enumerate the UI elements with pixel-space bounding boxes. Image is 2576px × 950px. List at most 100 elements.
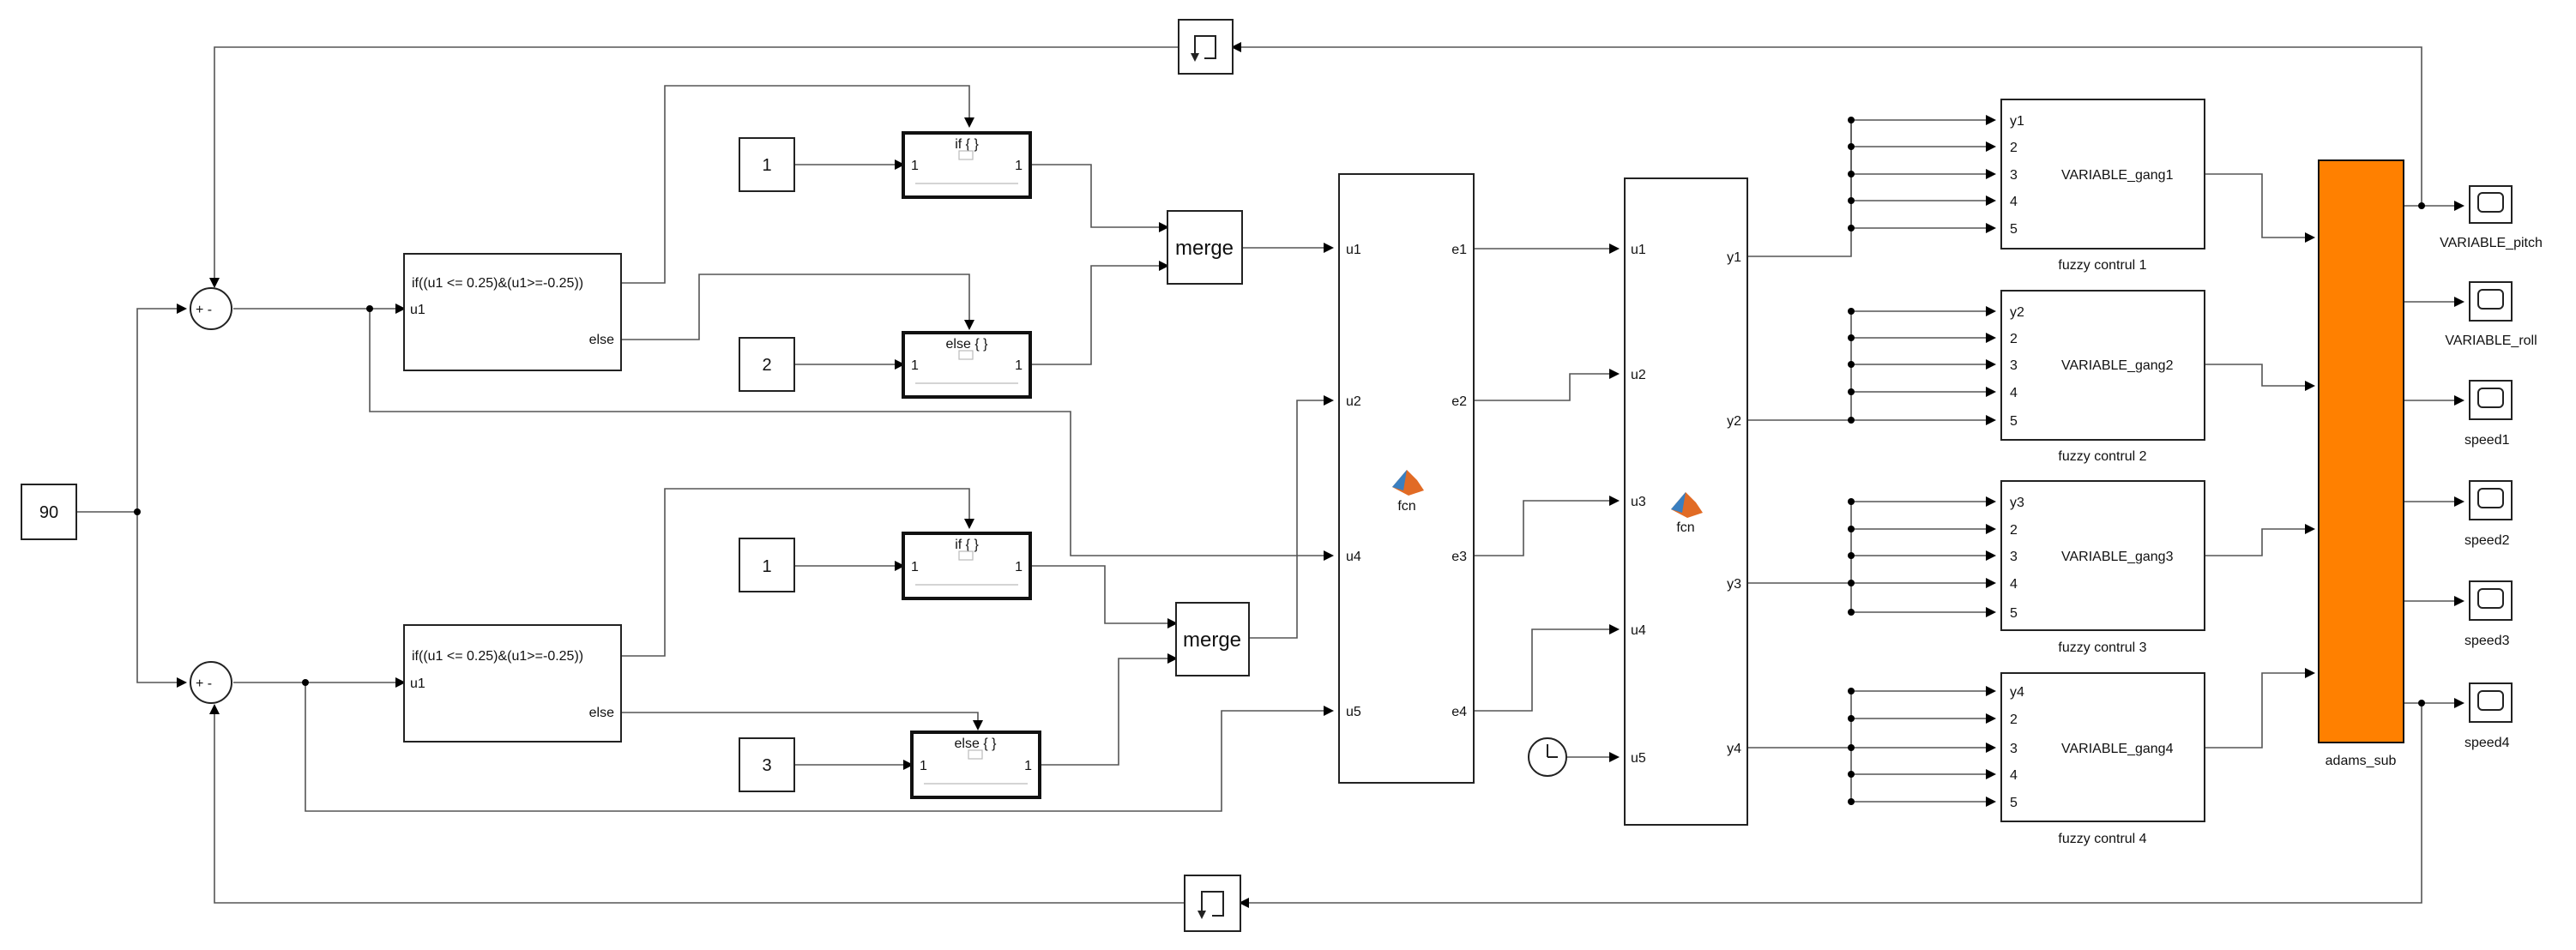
block-caption: fuzzy contrul 3	[2058, 640, 2146, 655]
constant-block-3[interactable]: 3	[739, 737, 795, 792]
fuzzy-controller-1[interactable]: y1 2 3 4 5 VARIABLE_gang1 fuzzy contrul …	[2000, 99, 2205, 273]
port-out: e3	[1451, 550, 1467, 564]
else-action-subsystem-bottom[interactable]: else { } 1 1	[910, 731, 1041, 799]
scope-variable-roll[interactable]: VARIABLE_roll	[2445, 281, 2537, 348]
constant-value: 3	[762, 756, 771, 775]
port-in: 5	[2010, 414, 2018, 429]
port-in: 4	[2010, 577, 2018, 592]
if-action-subsystem-bottom[interactable]: if { } 1 1	[902, 532, 1032, 600]
port-in: u5	[1346, 705, 1361, 719]
fcn-label: fcn	[1676, 520, 1694, 535]
scope-speed1[interactable]: speed1	[2464, 380, 2513, 448]
port-in: y4	[2010, 685, 2024, 700]
if-else-label: else	[589, 706, 614, 720]
port-in: 3	[2010, 550, 2018, 564]
scope-caption: speed1	[2464, 433, 2510, 448]
unit-delay-bottom[interactable]	[1184, 875, 1241, 932]
constant-block-1b[interactable]: 1	[739, 538, 795, 592]
matlab-function-block-2[interactable]: u1 u2 u3 u4 u5 y1 y2 y3 y4 fcn	[1624, 177, 1748, 826]
port-in: y1	[2010, 114, 2024, 129]
port-in: 3	[2010, 742, 2018, 756]
fuzzy-controller-4[interactable]: y4 2 3 4 5 VARIABLE_gang4 fuzzy contrul …	[2000, 672, 2205, 846]
scope-speed3[interactable]: speed3	[2464, 580, 2513, 648]
fuzzy-controller-2[interactable]: y2 2 3 4 5 VARIABLE_gang2 fuzzy contrul …	[2000, 290, 2205, 464]
port-in: 1	[911, 358, 919, 373]
port-out: y2	[1727, 414, 1741, 429]
merge-label: merge	[1175, 237, 1234, 260]
sum-block-top[interactable]: + -	[190, 287, 232, 330]
action-title: if { }	[955, 137, 979, 152]
port-out: 1	[1015, 358, 1023, 373]
port-in: y2	[2010, 305, 2024, 320]
scope-icon	[2477, 388, 2504, 408]
adams-body	[2318, 159, 2404, 743]
if-condition: if((u1 <= 0.25)&(u1>=-0.25))	[412, 649, 583, 664]
sum-block-bottom[interactable]: + -	[190, 661, 232, 704]
port-in: 4	[2010, 386, 2018, 400]
fuzzy-variable-name: VARIABLE_gang4	[2061, 742, 2174, 756]
block-caption: adams_sub	[2326, 754, 2397, 768]
matlab-function-block-1[interactable]: u1 u2 u4 u5 e1 e2 e3 e4 fcn	[1338, 173, 1475, 784]
constant-block-90[interactable]: 90	[21, 484, 77, 540]
constant-value: 1	[762, 156, 771, 175]
if-condition: if((u1 <= 0.25)&(u1>=-0.25))	[412, 276, 583, 291]
port-in: 4	[2010, 195, 2018, 209]
else-action-subsystem-top[interactable]: else { } 1 1	[902, 331, 1032, 399]
port-in: 5	[2010, 796, 2018, 810]
block-caption: fuzzy contrul 4	[2058, 832, 2146, 846]
matlab-logo-icon	[1671, 492, 1703, 518]
port-in: u1	[1346, 243, 1361, 257]
scope-caption: speed3	[2464, 634, 2510, 648]
fuzzy-variable-name: VARIABLE_gang3	[2061, 550, 2174, 564]
unit-delay-icon	[1198, 891, 1224, 919]
port-out: e4	[1451, 705, 1467, 719]
port-in: 1	[911, 560, 919, 574]
action-title: else { }	[955, 737, 998, 751]
action-title: if { }	[955, 538, 979, 552]
scope-speed4[interactable]: speed4	[2464, 682, 2513, 750]
if-action-subsystem-top[interactable]: if { } 1 1	[902, 131, 1032, 199]
merge-label: merge	[1183, 628, 1241, 652]
port-in: u3	[1631, 495, 1646, 509]
port-out: y1	[1727, 250, 1741, 265]
constant-value: 90	[39, 503, 58, 522]
fcn-label: fcn	[1397, 499, 1415, 514]
constant-block-2[interactable]: 2	[739, 337, 795, 392]
unit-delay-icon	[1191, 35, 1216, 62]
fuzzy-controller-3[interactable]: y3 2 3 4 5 VARIABLE_gang3 fuzzy contrul …	[2000, 480, 2205, 655]
sum-signs: + -	[196, 303, 212, 317]
fuzzy-variable-name: VARIABLE_gang2	[2061, 358, 2174, 373]
scope-caption: VARIABLE_pitch	[2440, 236, 2543, 250]
port-in: 1	[920, 759, 927, 773]
port-in: u1	[1631, 243, 1646, 257]
signal-lines	[76, 42, 2464, 908]
scope-icon	[2477, 588, 2504, 609]
port-out: 1	[1024, 759, 1032, 773]
scope-caption: speed4	[2464, 736, 2510, 750]
port-in: 2	[2010, 523, 2018, 538]
clock-block[interactable]	[1528, 737, 1567, 777]
scope-speed2[interactable]: speed2	[2464, 480, 2513, 548]
clock-icon	[1547, 744, 1558, 758]
if-block-top[interactable]: if((u1 <= 0.25)&(u1>=-0.25)) u1 else	[403, 253, 622, 371]
adams-sub-block[interactable]: adams_sub	[2318, 159, 2404, 768]
constant-block-1a[interactable]: 1	[739, 137, 795, 192]
constant-value: 2	[762, 356, 771, 375]
scope-caption: VARIABLE_roll	[2445, 334, 2537, 348]
merge-block-top[interactable]: merge	[1167, 210, 1243, 285]
action-title: else { }	[946, 337, 989, 352]
port-in: 5	[2010, 222, 2018, 237]
merge-block-bottom[interactable]: merge	[1175, 602, 1250, 676]
scope-variable-pitch[interactable]: VARIABLE_pitch	[2440, 185, 2543, 250]
port-in: u2	[1631, 368, 1646, 382]
unit-delay-top[interactable]	[1178, 19, 1234, 75]
scope-icon	[2477, 488, 2504, 508]
port-in: 2	[2010, 332, 2018, 346]
port-out: y3	[1727, 577, 1741, 592]
port-in: 4	[2010, 768, 2018, 783]
scope-icon	[2477, 192, 2504, 213]
constant-value: 1	[762, 557, 771, 576]
if-block-bottom[interactable]: if((u1 <= 0.25)&(u1>=-0.25)) u1 else	[403, 624, 622, 743]
port-in: 3	[2010, 358, 2018, 373]
